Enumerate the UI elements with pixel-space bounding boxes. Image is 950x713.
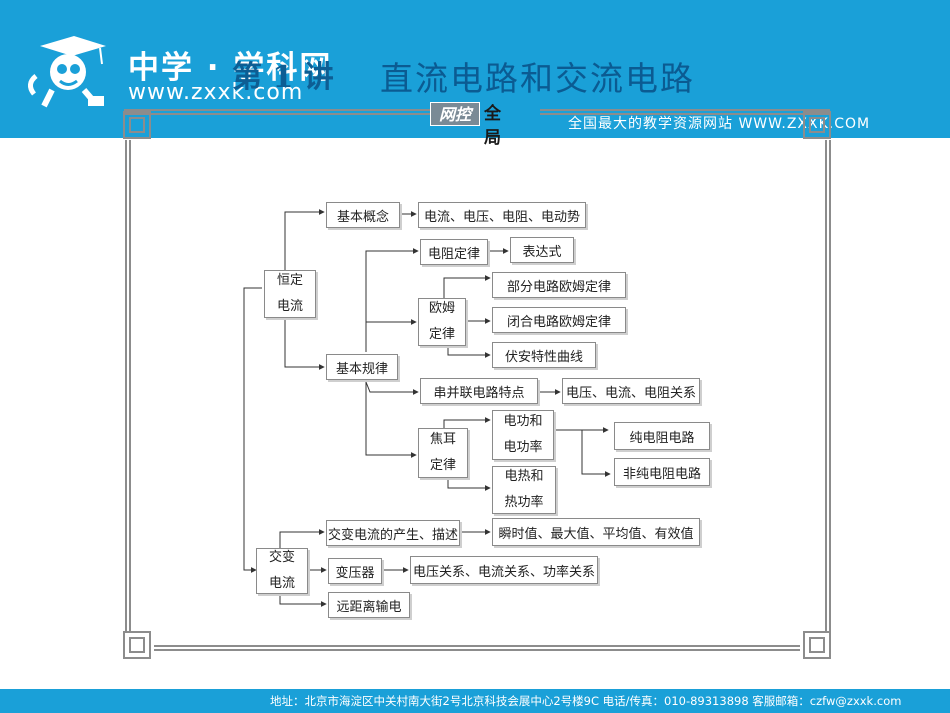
badge-tag: 网控 [430,102,480,126]
graduate-mascot-icon [28,36,106,108]
brand-name: 中学 · 学科网 [128,50,333,86]
node-electric-power: 电功和 电功率 [492,410,554,460]
node-transformer-relations: 电压关系、电流关系、功率关系 [410,556,598,584]
node-heat-power-line2: 热功率 [504,495,544,510]
node-nonpure-resistive: 非纯电阻电路 [614,458,710,486]
node-dc-root-line1: 恒定 [276,273,303,288]
node-ac-root: 交变 电流 [256,548,308,594]
node-dc-root: 恒定 电流 [264,270,316,318]
node-joule-law-line1: 焦耳 [429,432,456,447]
footer-contact: 地址：北京市海淀区中关村南大街2号北京科技会展中心2号楼9C 电话/传真：010… [270,694,902,708]
node-heat-power-line1: 电热和 [504,469,544,484]
node-joule-law-line2: 定律 [429,458,456,473]
node-joule-law: 焦耳 定律 [418,428,468,478]
node-resistance-law: 电阻定律 [420,239,488,265]
node-ohm-law-line1: 欧姆 [428,301,455,316]
node-transmission: 远距离输电 [328,592,410,618]
node-ohm-law-line2: 定律 [428,327,455,342]
badge-label: 全局 [484,104,501,148]
node-basic-concept: 基本概念 [326,202,400,228]
node-closed-ohm: 闭合电路欧姆定律 [492,307,626,333]
node-basic-law: 基本规律 [326,354,398,380]
node-heat-power: 电热和 热功率 [492,466,556,514]
node-vir-relation: 电压、电流、电阻关系 [562,378,700,404]
node-va-curve: 伏安特性曲线 [492,342,596,368]
node-dc-root-line2: 电流 [276,299,303,314]
node-ac-generation: 交变电流的产生、描述 [326,520,460,546]
footer-band: 地址：北京市海淀区中关村南大街2号北京科技会展中心2号楼9C 电话/传真：010… [0,689,950,713]
node-ohm-law: 欧姆 定律 [418,298,466,346]
node-ac-values: 瞬时值、最大值、平均值、有效值 [492,518,700,546]
node-electric-power-line2: 电功率 [503,440,543,455]
node-series-parallel: 串并联电路特点 [420,378,538,404]
node-ac-root-line1: 交变 [268,550,295,565]
brand-url: www.zxxk.com [128,80,304,105]
node-transformer: 变压器 [328,558,382,584]
corner-knot-icon [123,111,831,659]
node-ac-root-line2: 电流 [268,576,295,591]
node-concept-items: 电流、电压、电阻、电动势 [418,202,586,228]
node-expression: 表达式 [510,237,574,263]
node-partial-ohm: 部分电路欧姆定律 [492,272,626,298]
site-slogan: 全国最大的教学资源网站 WWW.ZXXK.COM [568,116,871,132]
node-pure-resistive: 纯电阻电路 [614,422,710,450]
node-electric-power-line1: 电功和 [503,414,543,429]
page-title: 直流电路和交流电路 [380,59,695,98]
lecture-number: 第 1 讲 [232,60,334,95]
